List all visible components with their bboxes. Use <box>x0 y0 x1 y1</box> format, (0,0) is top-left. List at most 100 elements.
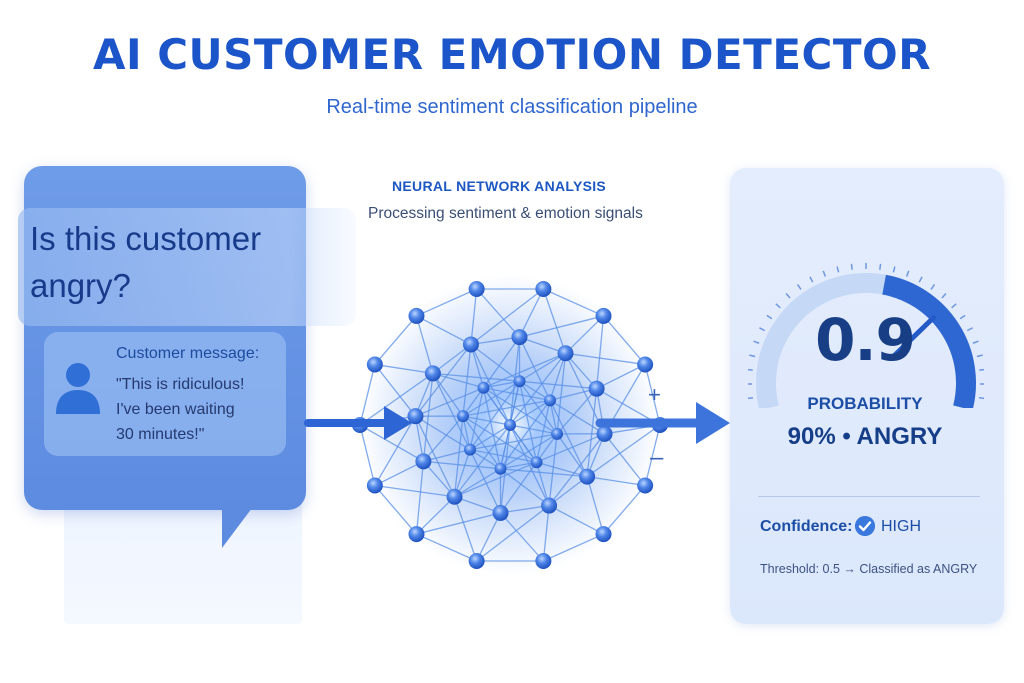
network-edge <box>519 380 597 390</box>
network-edge <box>603 485 646 535</box>
network-node <box>446 488 463 505</box>
network-edge <box>500 512 544 562</box>
network-edge <box>470 343 520 382</box>
network-edge <box>462 415 511 426</box>
probability-value: 0.9 <box>815 306 916 374</box>
network-node <box>530 456 543 469</box>
network-edge <box>549 353 567 401</box>
gauge-tick <box>850 263 853 270</box>
network-edge <box>415 415 471 451</box>
network-edge <box>519 336 566 354</box>
network-edge <box>374 484 455 498</box>
gauge-tick <box>959 314 966 320</box>
gauge-tick <box>749 354 756 358</box>
gauge-tick <box>796 284 802 290</box>
network-edge <box>470 288 478 345</box>
network-edge <box>374 415 417 486</box>
network-edge <box>519 315 604 338</box>
network-edge <box>415 461 425 535</box>
speech-bubble-tail <box>222 500 258 548</box>
network-edge <box>422 373 434 462</box>
network-edge <box>432 373 464 417</box>
network-edge <box>374 460 424 487</box>
network-node <box>579 468 596 485</box>
network-node <box>596 425 613 442</box>
network-node <box>462 336 479 353</box>
network-edge <box>604 433 646 486</box>
divider <box>758 496 980 497</box>
message-line-2: I've been waiting <box>116 401 235 418</box>
gauge-tick <box>941 292 947 299</box>
network-edge <box>548 433 558 506</box>
page-subtitle: Real-time sentiment classification pipel… <box>326 96 698 118</box>
classification-result: 90% • ANGRY <box>787 423 943 450</box>
message-line-1: "This is ridiculous! <box>116 376 245 393</box>
network-edge <box>500 504 550 514</box>
gauge-tick <box>918 276 923 283</box>
network-edge <box>374 363 433 375</box>
network-edge <box>476 512 502 562</box>
network-title: NEURAL NETWORK ANALYSIS <box>392 178 607 194</box>
network-edge <box>536 433 605 463</box>
gauge-tick <box>879 263 882 270</box>
gauge-needle <box>892 315 937 358</box>
network-edge <box>470 336 520 346</box>
network-edge <box>586 476 605 535</box>
gauge-tick <box>976 354 983 358</box>
network-node <box>595 307 612 324</box>
network-edge <box>414 415 456 498</box>
network-edge <box>374 485 417 535</box>
network-edge <box>482 336 521 389</box>
network-edge <box>586 388 598 477</box>
network-node <box>456 410 469 423</box>
network-edge <box>462 415 501 470</box>
gauge-tick <box>951 303 957 309</box>
gauge-tick <box>748 368 753 371</box>
user-icon <box>56 363 100 414</box>
network-node <box>588 380 605 397</box>
network-edge <box>454 461 537 498</box>
network-edge <box>548 504 604 535</box>
network-edge <box>415 387 484 417</box>
threshold-text: Threshold: 0.5 → Classified as ANGRY <box>760 562 978 576</box>
network-node <box>408 526 425 543</box>
network-edge <box>586 424 661 478</box>
network-edge <box>595 315 605 389</box>
network-edge <box>483 387 551 401</box>
network-edge <box>462 344 472 417</box>
network-edge <box>470 288 544 345</box>
network-subtitle: Processing sentiment & emotion signals <box>368 205 643 222</box>
network-edge <box>596 363 646 390</box>
network-edge <box>519 380 558 435</box>
network-node <box>408 307 425 324</box>
network-edge <box>462 380 520 417</box>
network-node <box>463 443 476 456</box>
network-node <box>468 280 485 297</box>
network-edge <box>374 315 417 365</box>
gauge-tick <box>775 303 781 309</box>
input-arrow-head <box>384 406 412 440</box>
network-node <box>366 477 383 494</box>
network-edge <box>359 424 376 486</box>
network-edge <box>416 533 477 562</box>
confidence-label: Confidence: <box>760 518 853 535</box>
network-edge <box>519 352 566 382</box>
network-edge <box>518 336 551 401</box>
network-edge <box>536 461 588 478</box>
network-edge <box>454 468 501 498</box>
network-edge <box>469 424 511 451</box>
network-edge <box>359 364 376 426</box>
network-node <box>513 375 526 388</box>
network-node <box>415 453 432 470</box>
network-edge <box>414 344 472 417</box>
network-edge <box>416 288 477 317</box>
network-node <box>468 553 485 570</box>
network-node <box>407 408 424 425</box>
network-edge <box>549 388 597 401</box>
network-edge <box>587 475 646 487</box>
network-node <box>366 356 383 373</box>
network-edge <box>603 315 646 365</box>
gauge-tick <box>822 270 827 277</box>
network-edge <box>543 533 604 562</box>
network-edge <box>644 364 661 426</box>
